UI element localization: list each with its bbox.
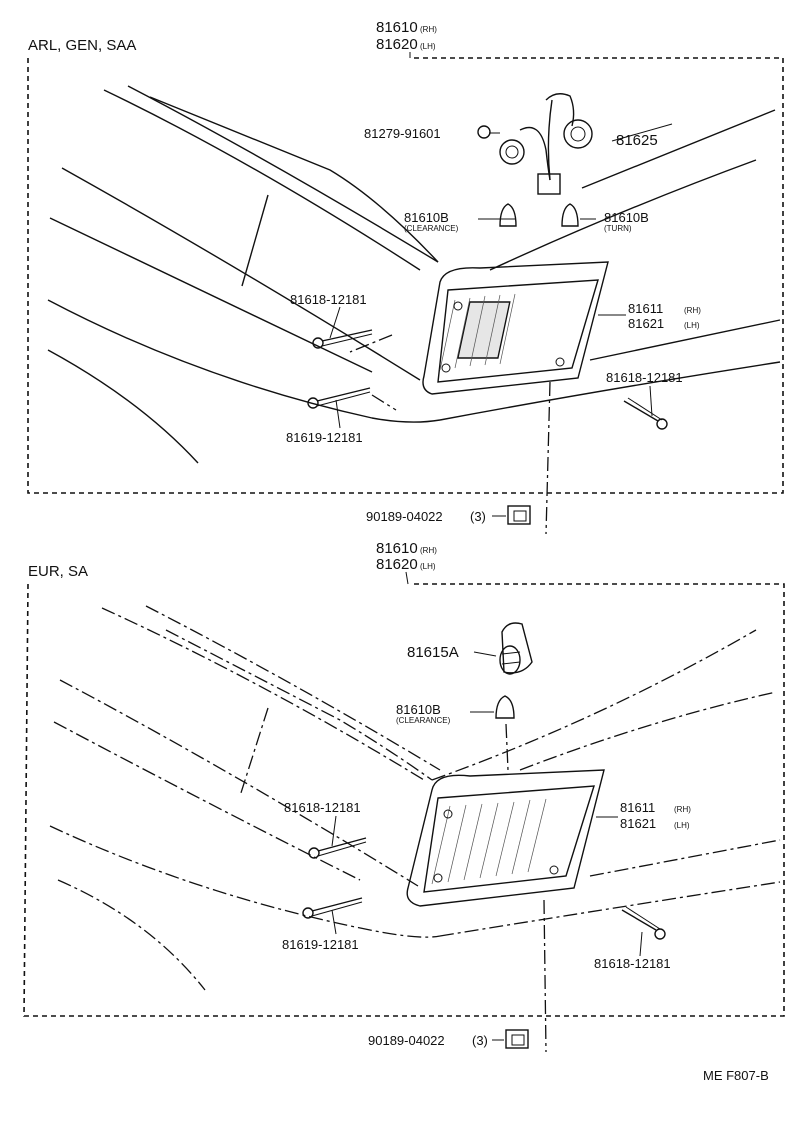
assembly-lh-number: 81620 — [376, 36, 418, 53]
assembly-rh-tag: (RH) — [420, 546, 437, 555]
part-label-socket: 81615A — [407, 644, 459, 661]
lamp-lens — [422, 261, 609, 395]
part-qty-nut: (3) — [472, 1033, 488, 1048]
bulb-clearance-icon — [495, 695, 515, 719]
part-label-screw-lower: 81619-12181 — [286, 430, 363, 445]
section-title: ARL, GEN, SAA — [28, 37, 136, 54]
part-label-lens-lh: 81621 — [628, 316, 664, 331]
part-label-bulb-cap: 81279-91601 — [364, 126, 441, 141]
leader-line — [405, 571, 409, 585]
part-label-nut: 90189-04022 — [368, 1033, 445, 1048]
part-label-screw-upper: 81618-12181 — [290, 292, 367, 307]
screw-upper-icon — [308, 837, 367, 859]
bulb-clearance-icon — [499, 203, 517, 227]
part-tag-lens-lh: (LH) — [674, 821, 690, 830]
bulb-turn-icon — [561, 203, 579, 227]
part-label-bulb-clearance: 81610B — [396, 702, 441, 717]
part-tag-lens-rh: (RH) — [684, 306, 701, 315]
vehicle-body-outline — [49, 605, 781, 991]
socket-harness-icon — [477, 93, 593, 195]
nut-icon — [505, 1029, 529, 1049]
part-tag-lens-rh: (RH) — [674, 805, 691, 814]
part-label-lens-lh: 81621 — [620, 816, 656, 831]
screw-lower-icon — [307, 387, 371, 409]
part-label-socket: 81625 — [616, 132, 658, 149]
section-frame — [23, 583, 785, 1017]
assembly-rh-number: 81610 — [376, 540, 418, 557]
screw-upper-icon — [312, 329, 373, 349]
figure-code: ME F807-B — [703, 1068, 769, 1083]
assembly-lh-tag: (LH) — [420, 562, 436, 571]
part-label-bulb-clearance: 81610B — [404, 210, 449, 225]
section-eur-sa: EUR, SA 81610 (RH) 81620 (LH) — [23, 540, 785, 1053]
part-label-screw-right: 81618-12181 — [606, 370, 683, 385]
part-label-screw-right: 81618-12181 — [594, 956, 671, 971]
assembly-lh-number: 81620 — [376, 556, 418, 573]
socket-icon — [499, 622, 533, 675]
assembly-rh-tag: (RH) — [420, 25, 437, 34]
leader-lines — [329, 123, 673, 535]
section-title: EUR, SA — [28, 563, 88, 580]
assembly-rh-number: 81610 — [376, 19, 418, 36]
part-tag-lens-lh: (LH) — [684, 321, 700, 330]
part-qty-nut: (3) — [470, 509, 486, 524]
assembly-lh-tag: (LH) — [420, 42, 436, 51]
screw-lower-icon — [302, 897, 363, 919]
part-note-turn: (TURN) — [604, 224, 632, 233]
screw-right-icon — [623, 397, 668, 430]
part-label-lens-rh: 81611 — [620, 800, 655, 815]
part-label-screw-upper: 81618-12181 — [284, 800, 361, 815]
part-label-bulb-turn: 81610B — [604, 210, 649, 225]
section-arl-gen-saa: ARL, GEN, SAA 81610 (RH) 81620 (LH) — [27, 19, 784, 535]
part-label-nut: 90189-04022 — [366, 509, 443, 524]
part-note-clearance: (CLEARANCE) — [396, 716, 451, 725]
screw-right-icon — [621, 906, 666, 940]
part-label-lens-rh: 81611 — [628, 301, 663, 316]
part-note-clearance: (CLEARANCE) — [404, 224, 459, 233]
section-frame — [27, 57, 784, 494]
part-label-screw-lower: 81619-12181 — [282, 937, 359, 952]
nut-icon — [507, 505, 531, 525]
vehicle-body-outline — [47, 85, 781, 464]
lamp-lens — [406, 769, 605, 907]
leader-lines — [331, 651, 643, 1053]
